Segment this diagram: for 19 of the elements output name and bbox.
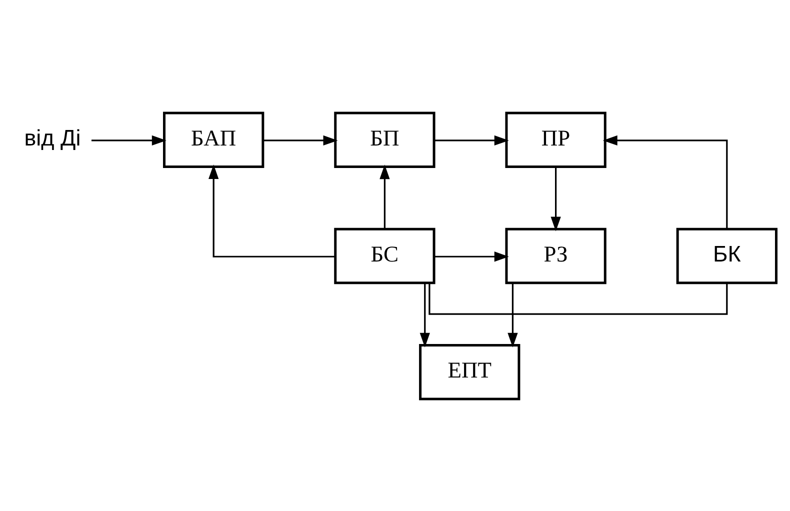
arrow <box>208 164 336 257</box>
arrow <box>550 166 561 231</box>
node-box: ЕПТ <box>419 344 520 400</box>
node-box: ПР <box>505 111 606 168</box>
arrow <box>434 134 509 146</box>
node-box: БС <box>334 227 436 284</box>
node-box: БП <box>334 111 436 168</box>
arrow <box>602 134 728 228</box>
node-box: РЗ <box>505 227 606 284</box>
arrow <box>263 134 338 146</box>
node-box: БК <box>676 227 778 284</box>
arrow <box>380 164 390 229</box>
node-box: БАП <box>163 111 264 168</box>
connector <box>428 282 728 314</box>
arrow <box>91 134 166 146</box>
arrow <box>420 282 430 347</box>
arrow <box>434 251 509 262</box>
node-text: від Ді <box>24 124 81 150</box>
arrow <box>508 282 518 347</box>
